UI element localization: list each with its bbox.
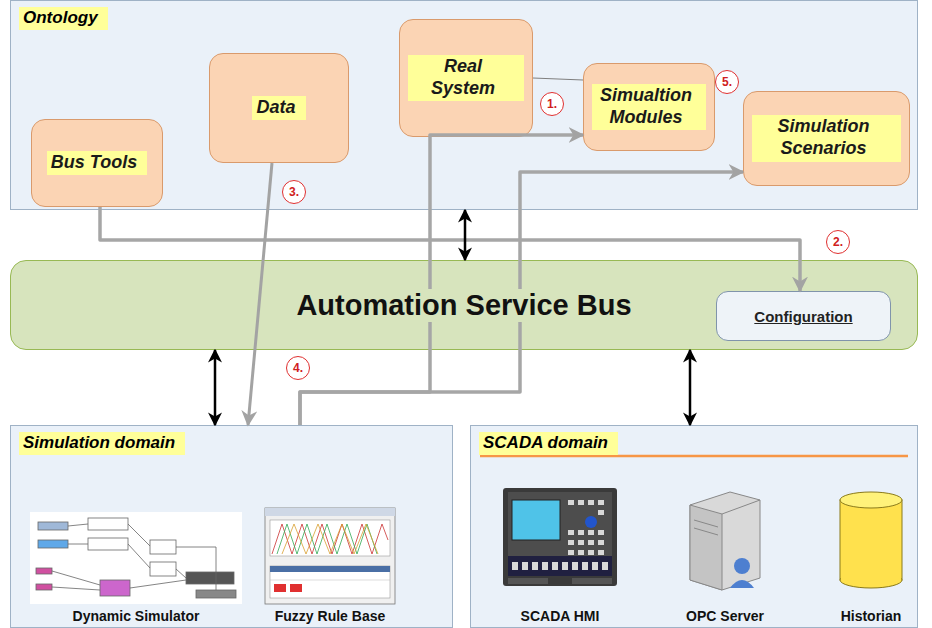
historian-figure — [840, 492, 902, 588]
panel-title: Simulation domain — [19, 432, 185, 455]
concept-box: Data — [209, 53, 349, 163]
figure-caption: Historian — [841, 608, 902, 624]
panel-title: Ontology — [19, 7, 108, 30]
node-label: Data — [252, 96, 305, 121]
callout-number: 1. — [540, 92, 564, 116]
node-label: Simualtion Modules — [592, 84, 706, 130]
scada-hmi-figure — [503, 488, 617, 586]
node-label: Bus Tools — [47, 151, 147, 176]
node-label: Configuration — [754, 308, 852, 325]
callout-number: 5. — [715, 70, 739, 94]
concept-box: Simulation Scenarios — [743, 91, 910, 186]
connector-arrow — [300, 172, 743, 425]
node-label: Real System — [408, 55, 524, 101]
concept-box: Simualtion Modules — [583, 63, 715, 151]
concept-box: Bus Tools — [31, 119, 163, 207]
concept-box: Real System — [399, 19, 533, 137]
title-underline — [480, 455, 908, 458]
connector-arrow — [248, 163, 272, 425]
connector-arrow — [214, 350, 217, 425]
fuzzy-rule-base-figure — [265, 508, 395, 604]
connector-arrow — [533, 78, 583, 80]
ontology-panel: OntologyBus Tools Data Real SystemSimualti… — [10, 0, 918, 210]
figure-caption: Fuzzy Rule Base — [275, 608, 385, 624]
figure-caption: OPC Server — [686, 608, 764, 624]
figure-caption: Dynamic Simulator — [73, 608, 200, 624]
opc-server-figure — [690, 492, 760, 590]
panel-title: SCADA domain — [479, 432, 618, 455]
dynamic-simulator-figure — [30, 512, 242, 604]
connector-arrow — [100, 207, 800, 291]
service-bus: Automation Service BusConfiguration — [10, 260, 918, 350]
node-label: Simulation Scenarios — [752, 115, 901, 161]
figure-caption: SCADA HMI — [521, 608, 600, 624]
configuration-box: Configuration — [716, 291, 891, 341]
callout-number: 4. — [286, 356, 310, 380]
node-label: Automation Service Bus — [292, 289, 635, 322]
connector-arrow — [464, 210, 467, 260]
callout-number: 2. — [826, 230, 850, 254]
callout-number: 3. — [282, 180, 306, 204]
connector-arrow — [689, 350, 692, 425]
connector-arrow — [300, 135, 583, 425]
